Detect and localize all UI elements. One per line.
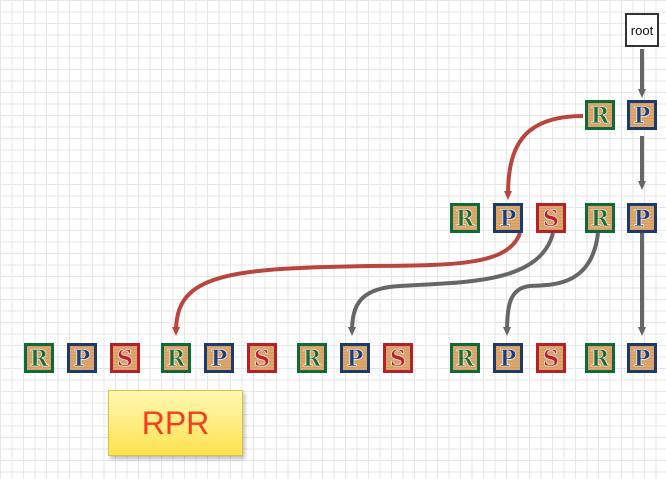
block-wood-face [630,103,654,127]
block-letter: P [634,103,651,129]
block-p-row3-13: P [627,343,657,373]
block-wood-face [496,346,520,370]
sticky-note: RPR [108,390,243,456]
block-wood-face [250,346,274,370]
block-letter: P [634,206,651,232]
block-letter: P [74,346,91,372]
block-letter: S [543,206,559,232]
block-p-row3-10: P [493,343,523,373]
block-r-row3-0: R [24,343,54,373]
block-r-row2-0: R [450,203,480,233]
block-wood-face [113,346,137,370]
block-wood-face [453,346,477,370]
block-p-row3-4: P [204,343,234,373]
block-letter: P [500,206,517,232]
block-s-row3-8: S [383,343,413,373]
block-p-row2-4: P [627,203,657,233]
block-s-row3-2: S [110,343,140,373]
arrow-row2-p-to-row3-r [172,232,522,336]
block-p-row2-1: P [493,203,523,233]
block-wood-face [300,346,324,370]
block-wood-face [164,346,188,370]
block-letter: S [543,346,559,372]
block-p-row3-1: P [67,343,97,373]
block-s-row3-11: S [536,343,566,373]
arrow-row1-r-to-row2-p [504,114,584,200]
block-r-row3-9: R [450,343,480,373]
block-letter: P [347,346,364,372]
block-letter: R [456,206,475,232]
block-wood-face [207,346,231,370]
block-letter: S [390,346,406,372]
block-r-row1-0: R [585,100,615,130]
block-wood-face [386,346,410,370]
block-wood-face [588,103,612,127]
block-wood-face [496,206,520,230]
arrow-row2-r-to-row3-p [503,232,600,336]
block-wood-face [27,346,51,370]
block-wood-face [453,206,477,230]
block-letter: R [456,346,475,372]
block-wood-face [539,346,563,370]
block-letter: P [500,346,517,372]
block-r-row3-3: R [161,343,191,373]
block-s-row2-2: S [536,203,566,233]
block-letter: S [254,346,270,372]
block-r-row2-3: R [585,203,615,233]
block-letter: R [591,206,610,232]
block-wood-face [630,206,654,230]
block-p-row1-1: P [627,100,657,130]
block-r-row3-6: R [297,343,327,373]
block-letter: P [634,346,651,372]
block-r-row3-12: R [585,343,615,373]
block-letter: R [30,346,49,372]
block-wood-face [630,346,654,370]
block-s-row3-5: S [247,343,277,373]
block-letter: S [117,346,133,372]
block-letter: R [167,346,186,372]
root-node: root [625,13,659,47]
block-wood-face [539,206,563,230]
block-p-row3-7: P [340,343,370,373]
block-letter: R [591,103,610,129]
arrow-row2-s-to-row3-p [348,232,555,336]
block-letter: P [211,346,228,372]
block-letter: R [591,346,610,372]
block-wood-face [588,346,612,370]
block-letter: R [303,346,322,372]
block-wood-face [343,346,367,370]
block-wood-face [588,206,612,230]
block-wood-face [70,346,94,370]
connectors [172,49,646,336]
